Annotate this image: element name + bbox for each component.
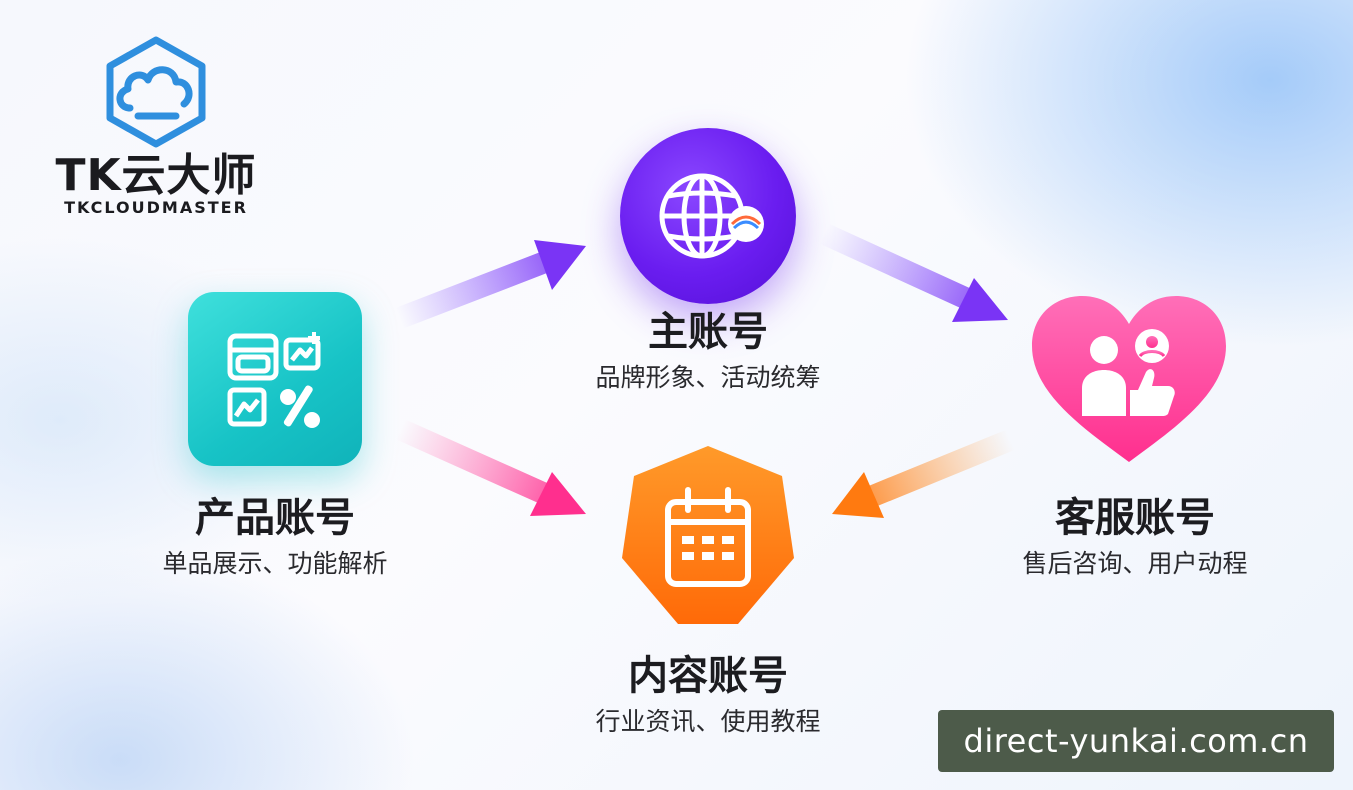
arrow-product-to-content	[391, 419, 586, 516]
calendar-icon	[665, 487, 751, 587]
product-account-title: 产品账号	[195, 495, 355, 541]
product-account-icon-tile	[188, 292, 362, 466]
product-discount-icon	[227, 332, 321, 428]
main-account-icon-circle	[620, 128, 796, 304]
arrow-main-to-service	[814, 223, 1008, 322]
main-account-title: 主账号	[648, 309, 768, 355]
logo-cloud-hexagon-icon	[106, 36, 206, 148]
product-account-subtitle: 单品展示、功能解析	[162, 549, 388, 578]
content-account-title: 内容账号	[628, 653, 788, 699]
arrow-product-to-main	[389, 240, 586, 329]
service-account-heart-icon	[1032, 296, 1226, 462]
logo-name-en: TKCLOUDMASTER	[64, 198, 248, 217]
globe-icon	[659, 173, 764, 259]
arrow-service-to-content	[832, 429, 1021, 518]
logo-name-cn: TK云大师	[55, 150, 257, 201]
content-account-subtitle: 行业资讯、使用教程	[595, 707, 821, 736]
watermark-url: direct-yunkai.com.cn	[938, 710, 1334, 772]
user-thumbs-up-icon	[1082, 329, 1175, 416]
main-account-subtitle: 品牌形象、活动统筹	[595, 363, 821, 392]
service-account-title: 客服账号	[1055, 495, 1215, 541]
content-account-hexagon-icon	[622, 446, 794, 624]
service-account-subtitle: 售后咨询、用户动程	[1022, 549, 1248, 578]
